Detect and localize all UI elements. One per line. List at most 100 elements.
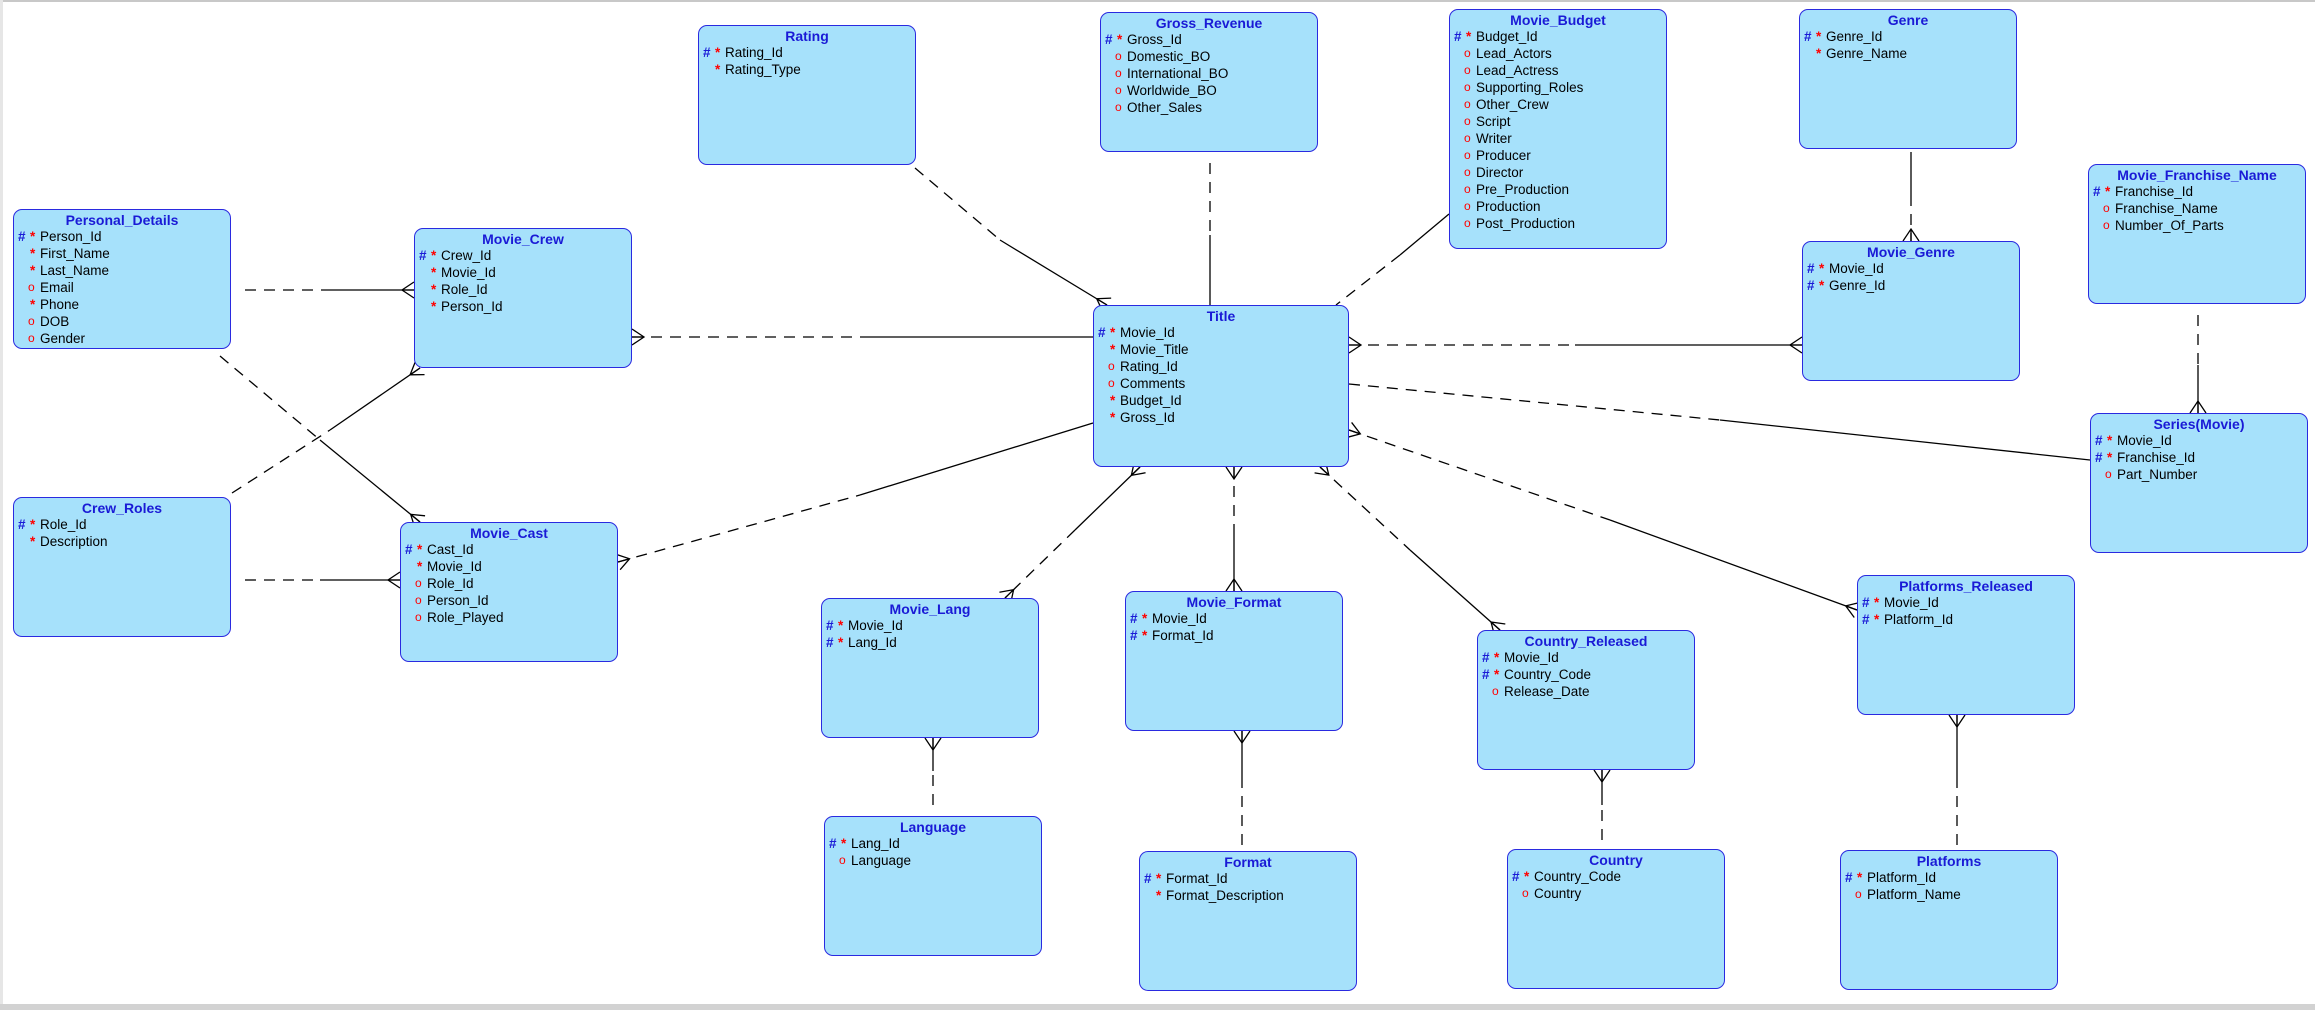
attribute-name: Gross_Id bbox=[1127, 32, 1182, 47]
entity-movie-format[interactable]: Movie_Format#*Movie_Id#*Format_Id bbox=[1125, 591, 1343, 731]
entity-title: Movie_Crew bbox=[482, 231, 564, 247]
entity-movie-lang[interactable]: Movie_Lang#*Movie_Id#*Lang_Id bbox=[821, 598, 1039, 738]
attribute-row: *Rating_Type bbox=[699, 61, 915, 78]
mandatory-marker: * bbox=[838, 635, 844, 650]
primary-key-marker: # bbox=[1862, 612, 1870, 627]
entity-genre[interactable]: Genre#*Genre_Id*Genre_Name bbox=[1799, 9, 2017, 149]
optional-marker: o bbox=[415, 610, 422, 624]
crows-foot-icon bbox=[1593, 769, 1611, 784]
primary-key-marker: # bbox=[1105, 32, 1113, 47]
entity-title: Crew_Roles bbox=[81, 500, 163, 516]
entity-title: Platforms bbox=[1916, 853, 1982, 869]
entity-platforms-released[interactable]: Platforms_Released#*Movie_Id#*Platform_I… bbox=[1857, 575, 2075, 715]
attribute-row: #*Role_Id bbox=[14, 516, 230, 533]
optional-marker: o bbox=[839, 853, 846, 867]
entity-title: Title bbox=[1206, 308, 1236, 324]
mandatory-marker: * bbox=[30, 534, 36, 549]
mandatory-marker: * bbox=[1110, 325, 1116, 340]
primary-key-marker: # bbox=[826, 635, 834, 650]
primary-key-marker: # bbox=[1807, 278, 1815, 293]
attribute-name: Rating_Id bbox=[1120, 359, 1178, 374]
attribute-name: Release_Date bbox=[1504, 684, 1590, 699]
attribute-name: Other_Crew bbox=[1476, 97, 1549, 112]
primary-key-marker: # bbox=[2093, 184, 2101, 199]
attribute-row: #*Crew_Id bbox=[415, 247, 631, 264]
mandatory-marker: * bbox=[417, 559, 423, 574]
primary-key-marker: # bbox=[1098, 325, 1106, 340]
crows-foot-icon bbox=[1348, 336, 1363, 354]
primary-key-marker: # bbox=[1482, 667, 1490, 682]
relationship-line-title-series-movie bbox=[1348, 383, 1721, 421]
attribute-name: Person_Id bbox=[40, 229, 102, 244]
entity-personal-details[interactable]: Personal_Details#*Person_Id*First_Name*L… bbox=[13, 209, 231, 349]
attribute-name: Franchise_Id bbox=[2115, 184, 2194, 199]
mandatory-marker: * bbox=[2107, 433, 2113, 448]
entity-rating[interactable]: Rating#*Rating_Id*Rating_Type bbox=[698, 25, 916, 165]
attribute-name: Platform_Id bbox=[1884, 612, 1954, 627]
attribute-name: Production bbox=[1476, 199, 1541, 214]
entity-movie-crew[interactable]: Movie_Crew#*Crew_Id*Movie_Id*Role_Id*Per… bbox=[414, 228, 632, 368]
attribute-name: DOB bbox=[40, 314, 70, 329]
primary-key-marker: # bbox=[2095, 433, 2103, 448]
mandatory-marker: * bbox=[838, 618, 844, 633]
primary-key-marker: # bbox=[1482, 650, 1490, 665]
entity-title: Series(Movie) bbox=[2153, 416, 2245, 432]
mandatory-marker: * bbox=[1816, 46, 1822, 61]
entity-title: Genre bbox=[1887, 12, 1929, 28]
attribute-name: Person_Id bbox=[441, 299, 503, 314]
mandatory-marker: * bbox=[2105, 184, 2111, 199]
relationship-line-title-movie-lang bbox=[1074, 466, 1141, 531]
mandatory-marker: * bbox=[30, 263, 36, 278]
entity-title: Movie_Format bbox=[1186, 594, 1282, 610]
attribute-name: Rating_Id bbox=[725, 45, 783, 60]
relationship-line-title-country-released bbox=[1319, 466, 1411, 551]
optional-marker: o bbox=[415, 576, 422, 590]
entity-title: Platforms_Released bbox=[1899, 578, 2033, 594]
entity-country-released[interactable]: Country_Released#*Movie_Id#*Country_Code… bbox=[1477, 630, 1695, 770]
attribute-name: Pre_Production bbox=[1476, 182, 1570, 197]
attribute-row: *Budget_Id bbox=[1094, 392, 1348, 409]
mandatory-marker: * bbox=[715, 45, 721, 60]
attribute-name: Country_Code bbox=[1534, 869, 1622, 884]
attribute-name: Lead_Actress bbox=[1476, 63, 1559, 78]
bottom-scrollbar-strip bbox=[0, 1004, 2315, 1010]
primary-key-marker: # bbox=[2095, 450, 2103, 465]
attribute-row: #*Platform_Id bbox=[1858, 611, 2074, 628]
crows-foot-icon bbox=[1233, 730, 1251, 745]
attribute-name: Gross_Id bbox=[1120, 410, 1175, 425]
attribute-row: #*Franchise_Id bbox=[2091, 449, 2307, 466]
mandatory-marker: * bbox=[715, 62, 721, 77]
mandatory-marker: * bbox=[1816, 29, 1822, 44]
attribute-row: #*Gross_Id bbox=[1101, 31, 1317, 48]
crows-foot-icon bbox=[386, 571, 401, 589]
optional-marker: o bbox=[1464, 131, 1471, 145]
entity-format[interactable]: Format#*Format_Id*Format_Description bbox=[1139, 851, 1357, 991]
entity-title: Language bbox=[899, 819, 967, 835]
attribute-name: Lang_Id bbox=[851, 836, 900, 851]
relationship-line-title-movie-cast bbox=[859, 422, 1094, 496]
attribute-row: *Role_Id bbox=[415, 281, 631, 298]
primary-key-marker: # bbox=[829, 836, 837, 851]
entity-movie-genre[interactable]: Movie_Genre#*Movie_Id#*Genre_Id bbox=[1802, 241, 2020, 381]
primary-key-marker: # bbox=[1454, 29, 1462, 44]
crows-foot-icon bbox=[615, 553, 631, 571]
entity-crew-roles[interactable]: Crew_Roles#*Role_Id*Description bbox=[13, 497, 231, 637]
